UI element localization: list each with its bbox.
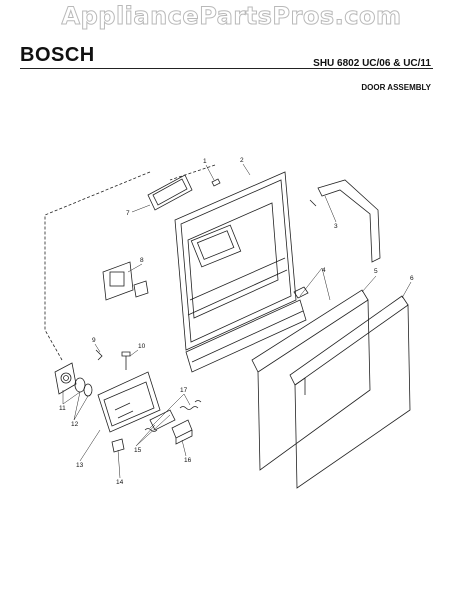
screw-part	[211, 178, 221, 187]
fastener-part	[121, 351, 131, 370]
callout-label: 6	[410, 275, 414, 282]
brand-logo: BOSCH	[20, 44, 95, 66]
hinge-strip-part	[185, 286, 309, 373]
callout-label: 8	[140, 257, 144, 264]
callout-label: 10	[138, 343, 146, 350]
callout-label: 1	[203, 158, 207, 165]
dispenser-part	[102, 261, 149, 301]
callout-label: 13	[76, 462, 84, 469]
lid-gasket-part	[147, 174, 193, 211]
outer-door-panel	[251, 289, 371, 471]
springs-part	[144, 400, 202, 432]
header-rule	[20, 68, 433, 69]
guide-line	[169, 164, 216, 181]
watermark-text: AppliancePartsPros.com	[61, 2, 402, 31]
callout-label: 16	[184, 457, 192, 464]
model-number: SHU 6802 UC/06 & UC/11	[313, 58, 431, 69]
plate-part	[111, 438, 125, 453]
hinge-bracket-part	[309, 179, 381, 263]
control-bezel-part	[54, 362, 77, 395]
callout-label: 7	[126, 210, 130, 217]
latch-block-part	[171, 419, 193, 445]
seal-rings-part	[74, 377, 93, 397]
leader-lines	[62, 163, 412, 479]
callout-label: 5	[374, 268, 378, 275]
guide-line	[44, 171, 151, 361]
front-panel-part	[289, 295, 411, 489]
latch-housing-part	[97, 371, 161, 433]
clip-part	[95, 349, 103, 361]
callout-label: 17	[180, 387, 188, 394]
callout-label: 9	[92, 337, 96, 344]
callout-label: 4	[322, 267, 326, 274]
callout-label: 14	[116, 479, 124, 486]
callout-label: 15	[134, 447, 142, 454]
callout-label: 2	[240, 157, 244, 164]
callout-label: 12	[71, 421, 79, 428]
inner-door-panel	[174, 171, 297, 351]
callout-labels: 1 2 3 4 5 6 7 8 9 10 11 12 13 14 15 16 1…	[59, 157, 414, 486]
callout-label: 11	[59, 405, 66, 412]
section-title: DOOR ASSEMBLY	[361, 83, 431, 92]
callout-label: 3	[334, 223, 338, 230]
